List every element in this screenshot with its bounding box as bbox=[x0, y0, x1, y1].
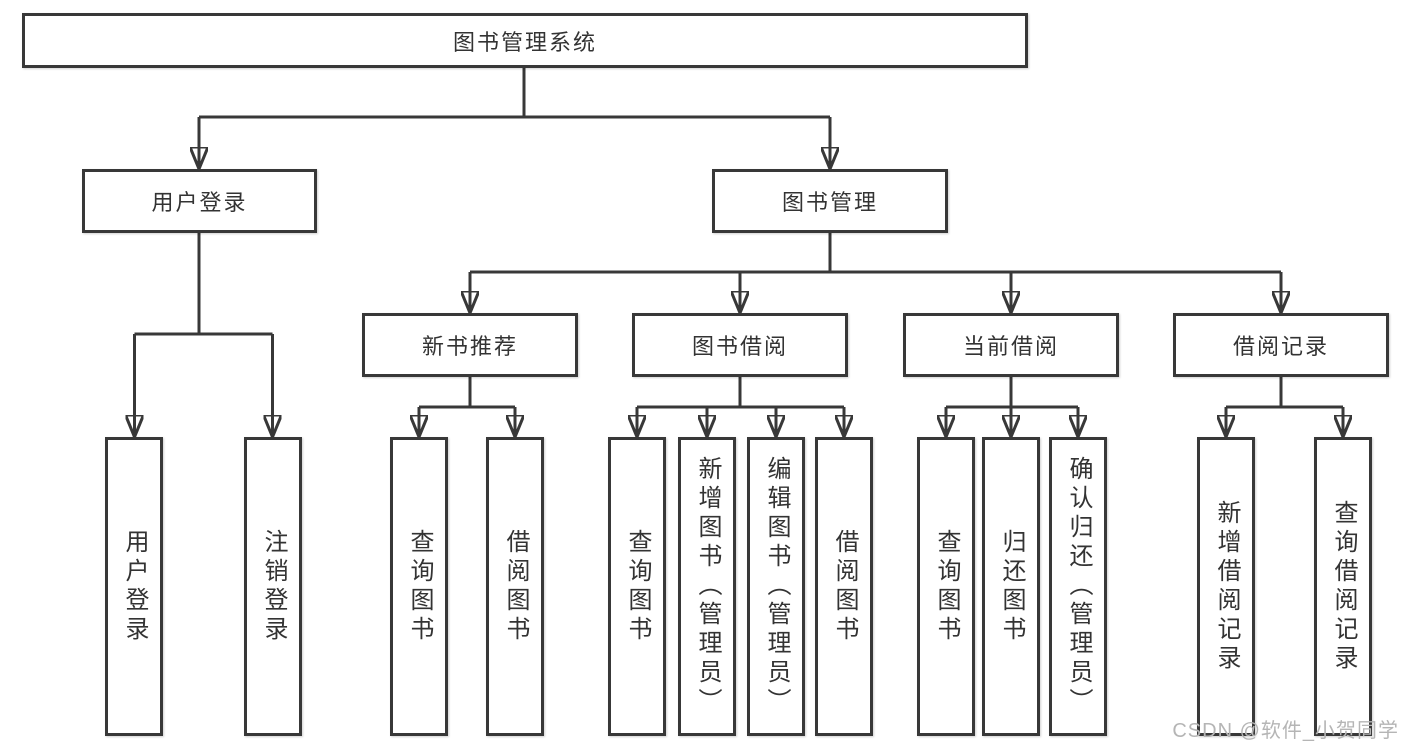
node-current-borrowing-label: 当前借阅 bbox=[962, 334, 1059, 359]
node-borrowing-records: 借阅记录 bbox=[1173, 313, 1389, 377]
csdn-watermark: CSDN @软件_小贺同学 bbox=[1172, 720, 1399, 742]
leaf-user-login: 用户登录 bbox=[105, 437, 163, 736]
leaf-logout: 注销登录 bbox=[244, 437, 302, 736]
node-book-management: 图书管理 bbox=[712, 169, 948, 233]
leaf-newbooks-borrow-books-label: 借阅图书 bbox=[502, 528, 529, 645]
leaf-borrowing-query-books-label: 查询图书 bbox=[624, 528, 651, 645]
node-book-management-label: 图书管理 bbox=[781, 190, 878, 215]
node-root-label: 图书管理系统 bbox=[452, 29, 597, 55]
node-new-book-recommendation-label: 新书推荐 bbox=[421, 334, 518, 359]
leaf-borrowing-query-books: 查询图书 bbox=[608, 437, 666, 736]
leaf-newbooks-query-books: 查询图书 bbox=[390, 437, 448, 736]
node-current-borrowing: 当前借阅 bbox=[903, 313, 1119, 377]
leaf-borrowing-add-books-admin: 新增图书（管理员） bbox=[678, 437, 736, 736]
leaf-newbooks-borrow-books: 借阅图书 bbox=[486, 437, 544, 736]
leaf-records-add-record: 新增借阅记录 bbox=[1197, 437, 1255, 736]
leaf-logout-label: 注销登录 bbox=[260, 528, 287, 645]
leaf-borrowing-edit-books-admin: 编辑图书（管理员） bbox=[747, 437, 805, 736]
leaf-current-query-books-label: 查询图书 bbox=[933, 528, 960, 645]
node-book-borrowing: 图书借阅 bbox=[632, 313, 848, 377]
leaf-borrowing-edit-books-admin-label: 编辑图书（管理员） bbox=[763, 456, 790, 717]
leaf-borrowing-borrow-books-label: 借阅图书 bbox=[831, 528, 858, 645]
node-book-borrowing-label: 图书借阅 bbox=[691, 334, 788, 359]
leaf-user-login-label: 用户登录 bbox=[121, 528, 148, 645]
leaf-current-return-books: 归还图书 bbox=[982, 437, 1040, 736]
leaf-current-confirm-return-admin-label: 确认归还（管理员） bbox=[1065, 456, 1092, 717]
leaf-borrowing-add-books-admin-label: 新增图书（管理员） bbox=[694, 456, 721, 717]
node-new-book-recommendation: 新书推荐 bbox=[362, 313, 578, 377]
leaf-records-add-record-label: 新增借阅记录 bbox=[1213, 499, 1240, 674]
node-borrowing-records-label: 借阅记录 bbox=[1232, 334, 1329, 359]
leaf-records-query-record: 查询借阅记录 bbox=[1314, 437, 1372, 736]
leaf-current-return-books-label: 归还图书 bbox=[998, 528, 1025, 645]
node-root: 图书管理系统 bbox=[22, 13, 1028, 68]
leaf-current-confirm-return-admin: 确认归还（管理员） bbox=[1049, 437, 1107, 736]
node-user-login: 用户登录 bbox=[82, 169, 317, 233]
leaf-records-query-record-label: 查询借阅记录 bbox=[1330, 499, 1357, 674]
leaf-current-query-books: 查询图书 bbox=[917, 437, 975, 736]
leaf-borrowing-borrow-books: 借阅图书 bbox=[815, 437, 873, 736]
node-user-login-label: 用户登录 bbox=[151, 190, 248, 215]
leaf-newbooks-query-books-label: 查询图书 bbox=[406, 528, 433, 645]
